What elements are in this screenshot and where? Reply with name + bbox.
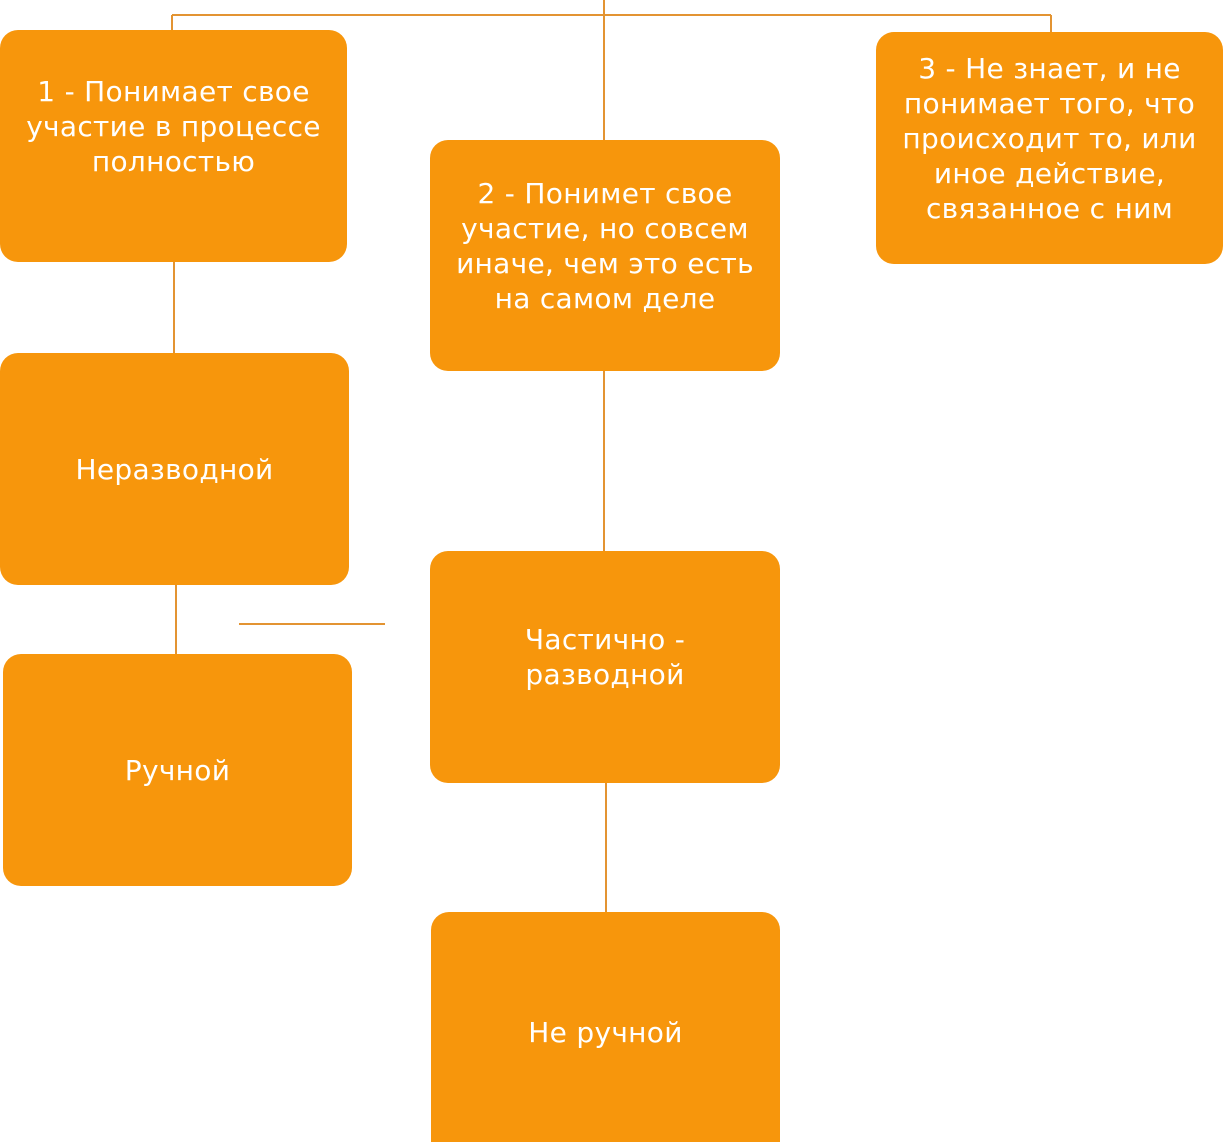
node-level-3: 3 - Не знает, и не понимает того, что пр… xyxy=(876,32,1223,264)
node-level-3-label: 3 - Не знает, и не понимает того, что пр… xyxy=(902,51,1197,225)
node-non-divorce-label: Неразводной xyxy=(75,452,274,486)
node-non-manual: Не ручной xyxy=(431,912,780,1142)
node-partially-divorce: Частично - разводной xyxy=(430,551,780,783)
node-manual: Ручной xyxy=(3,654,352,886)
node-partially-divorce-label: Частично - разводной xyxy=(524,623,686,691)
node-level-2: 2 - Понимет свое участие, но совсем инач… xyxy=(430,140,780,371)
node-level-2-label: 2 - Понимет свое участие, но совсем инач… xyxy=(456,176,754,315)
node-manual-label: Ручной xyxy=(124,753,231,787)
node-non-divorce: Неразводной xyxy=(0,353,349,585)
node-non-manual-label: Не ручной xyxy=(528,1015,683,1049)
node-level-1-label: 1 - Понимает свое участие в процессе пол… xyxy=(26,74,321,178)
node-level-1: 1 - Понимает свое участие в процессе пол… xyxy=(0,30,347,262)
